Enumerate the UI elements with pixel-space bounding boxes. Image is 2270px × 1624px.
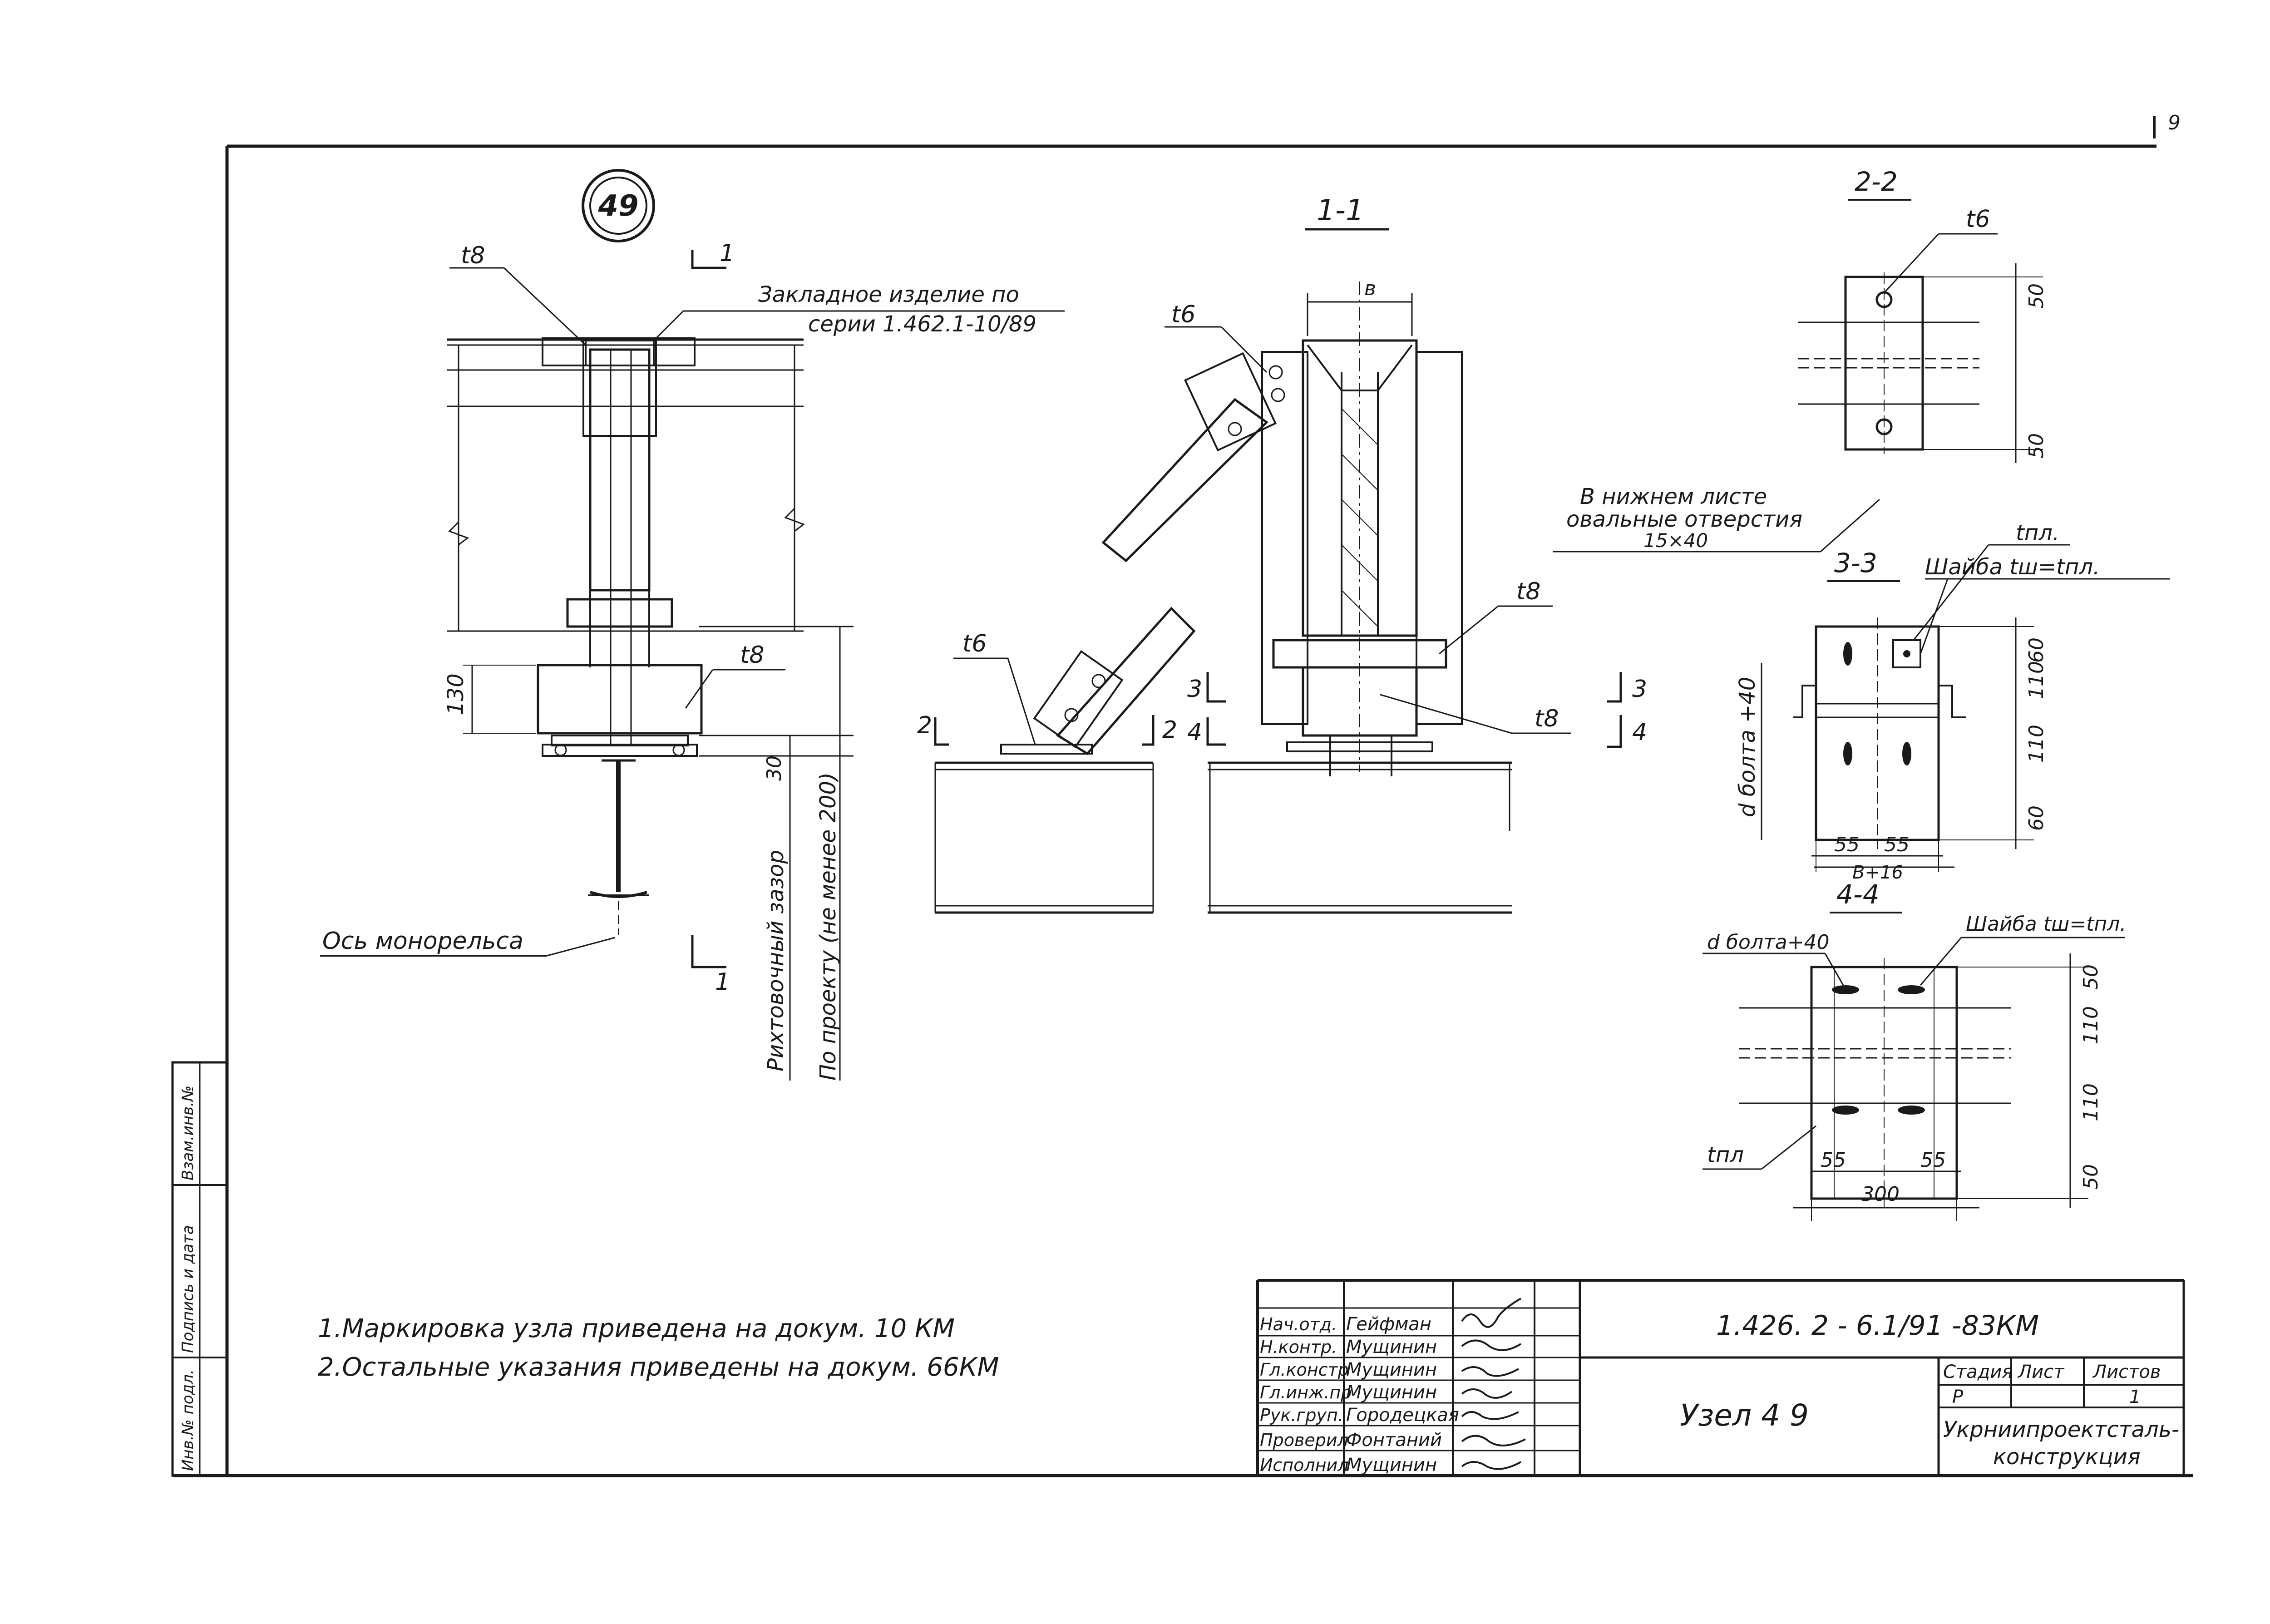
label-t6-left: t6 bbox=[962, 630, 987, 657]
mark-3-left: 3 bbox=[1187, 676, 1202, 703]
dim-50-4-top: 50 bbox=[2079, 964, 2102, 990]
dim-110-4-b: 110 bbox=[2079, 1083, 2102, 1121]
label-b: в bbox=[1364, 277, 1376, 300]
left-view: 49 t8 1 bbox=[320, 169, 1065, 1081]
section-mark-1-top: 1 bbox=[720, 240, 735, 267]
role-6: Исполнил bbox=[1260, 1455, 1349, 1475]
stage-value: Р bbox=[1952, 1387, 1964, 1407]
dim-50-top: 50 bbox=[2025, 283, 2048, 309]
mark-4-left: 4 bbox=[1187, 719, 1202, 746]
section-mark-1-bottom: 1 bbox=[715, 968, 730, 996]
section-2-2: 2-2 50 50 t6 В нижнем листе овальные отв… bbox=[1553, 166, 2048, 553]
name-2: Мущинин bbox=[1346, 1359, 1437, 1380]
sheets-header: Листов bbox=[2092, 1362, 2161, 1382]
dim-55-a: 55 bbox=[1834, 833, 1860, 856]
role-2: Гл.констр bbox=[1260, 1360, 1349, 1380]
dim-110-4-a: 110 bbox=[2079, 1006, 2102, 1044]
page-number: 9 bbox=[2168, 111, 2181, 134]
label-t6-top: t6 bbox=[1171, 301, 1195, 328]
bolt-label-3: d болта +40 bbox=[1735, 677, 1760, 817]
label-t8-mid: t8 bbox=[740, 642, 764, 669]
role-4: Рук.груп. bbox=[1260, 1405, 1343, 1425]
dim-110-b: 110 bbox=[2025, 725, 2048, 763]
dim-110-a: 110 bbox=[2025, 661, 2048, 699]
label-t8-right: t8 bbox=[1516, 578, 1540, 605]
node-marker: 49 bbox=[597, 189, 638, 223]
side-stamp-replace: Взам.инв.№ bbox=[179, 1086, 197, 1180]
mark-3-right: 3 bbox=[1632, 676, 1647, 703]
label-t8-top: t8 bbox=[461, 242, 485, 269]
dim-55-4-a: 55 bbox=[1821, 1149, 1846, 1172]
name-6: Мущинин bbox=[1346, 1455, 1437, 1476]
name-5: Фонтаний bbox=[1346, 1430, 1442, 1451]
org-line-2: конструкция bbox=[1993, 1444, 2141, 1470]
sheet-frame bbox=[173, 144, 2193, 1477]
section-1-1: 1-1 в bbox=[917, 194, 1647, 914]
section-4-4: 4-4 d болта+40 Шайба tш=tпл. tпл 50 110 … bbox=[1702, 879, 2126, 1221]
node-marker-circle bbox=[582, 169, 655, 242]
mark-2-right: 2 bbox=[1162, 716, 1177, 744]
section-1-1-title: 1-1 bbox=[1317, 194, 1364, 227]
bolt-label-4: d болта+40 bbox=[1707, 931, 1830, 954]
dim-130: 130 bbox=[443, 673, 469, 715]
embedded-label-1: Закладное изделие по bbox=[758, 282, 1019, 307]
label-tpl-3: tпл. bbox=[2016, 520, 2059, 546]
note-1: 1.Маркировка узла приведена на докум. 10… bbox=[318, 1314, 955, 1343]
signatures bbox=[1461, 1298, 1526, 1470]
role-1: Н.контр. bbox=[1260, 1337, 1337, 1357]
embedded-label-2: серии 1.462.1-10/89 bbox=[808, 311, 1036, 337]
dim-60-bottom: 60 bbox=[2025, 805, 2048, 831]
name-4: Городецкая bbox=[1346, 1405, 1459, 1426]
title-block: Нач.отд. Н.контр. Гл.констр Гл.инж.пр Ру… bbox=[1256, 1279, 2184, 1476]
stage-header: Стадия bbox=[1943, 1362, 2013, 1382]
dim-30: 30 bbox=[763, 755, 786, 781]
axis-label: Ось монорельса bbox=[322, 928, 523, 955]
section-3-3: 3-3 tпл. Шайба tш=tпл. d болта +40 60 11… bbox=[1735, 520, 2170, 883]
role-3: Гл.инж.пр bbox=[1260, 1382, 1352, 1402]
name-1: Мущинин bbox=[1346, 1337, 1437, 1357]
sheets-value: 1 bbox=[2129, 1387, 2141, 1407]
name-0: Гейфман bbox=[1346, 1314, 1431, 1335]
org-line-1: Укрниипроектсталь- bbox=[1943, 1417, 2179, 1442]
washer-label-4: Шайба tш=tпл. bbox=[1966, 913, 2126, 936]
note-oval-1: В нижнем листе bbox=[1580, 484, 1767, 509]
gap-label: Рихтовочный зазор bbox=[763, 850, 789, 1071]
section-4-4-title: 4-4 bbox=[1836, 879, 1880, 910]
label-tpl-4: tпл bbox=[1707, 1142, 1744, 1168]
side-stamp-inv: Инв.№ подл. bbox=[179, 1369, 197, 1471]
node-title: Узел 4 9 bbox=[1680, 1398, 1809, 1433]
note-oval-2: овальные отверстия bbox=[1566, 507, 1802, 532]
dim-55-b: 55 bbox=[1884, 833, 1910, 856]
note-2: 2.Остальные указания приведены на докум.… bbox=[318, 1353, 999, 1382]
label-washer-3: Шайба tш=tпл. bbox=[1925, 554, 2100, 580]
section-3-3-title: 3-3 bbox=[1834, 548, 1877, 578]
mark-2-left: 2 bbox=[917, 712, 932, 739]
note-oval-3: 15×40 bbox=[1643, 529, 1708, 552]
project-label: По проекту (не менее 200) bbox=[815, 772, 841, 1081]
doc-code: 1.426. 2 - 6.1/91 -83КМ bbox=[1716, 1310, 2039, 1342]
dim-b16: В+16 bbox=[1852, 862, 1903, 883]
section-2-2-title: 2-2 bbox=[1855, 166, 1898, 197]
role-0: Нач.отд. bbox=[1260, 1314, 1337, 1334]
label-t6: t6 bbox=[1966, 206, 1990, 233]
dim-50-bottom: 50 bbox=[2025, 433, 2048, 459]
dim-60-top: 60 bbox=[2025, 637, 2048, 663]
side-stamp: Инв.№ подл. Подпись и дата Взам.инв.№ bbox=[171, 1061, 228, 1477]
sheet-header: Лист bbox=[2017, 1362, 2065, 1382]
side-stamp-sign: Подпись и дата bbox=[179, 1225, 197, 1353]
dim-55-4-b: 55 bbox=[1920, 1149, 1946, 1172]
mark-4-right: 4 bbox=[1632, 719, 1647, 746]
dim-50-4-bottom: 50 bbox=[2079, 1164, 2102, 1190]
dim-300: 300 bbox=[1861, 1183, 1900, 1206]
role-5: Проверил bbox=[1260, 1430, 1348, 1450]
name-3: Мущинин bbox=[1346, 1382, 1437, 1403]
label-t8-bottom: t8 bbox=[1535, 705, 1559, 732]
